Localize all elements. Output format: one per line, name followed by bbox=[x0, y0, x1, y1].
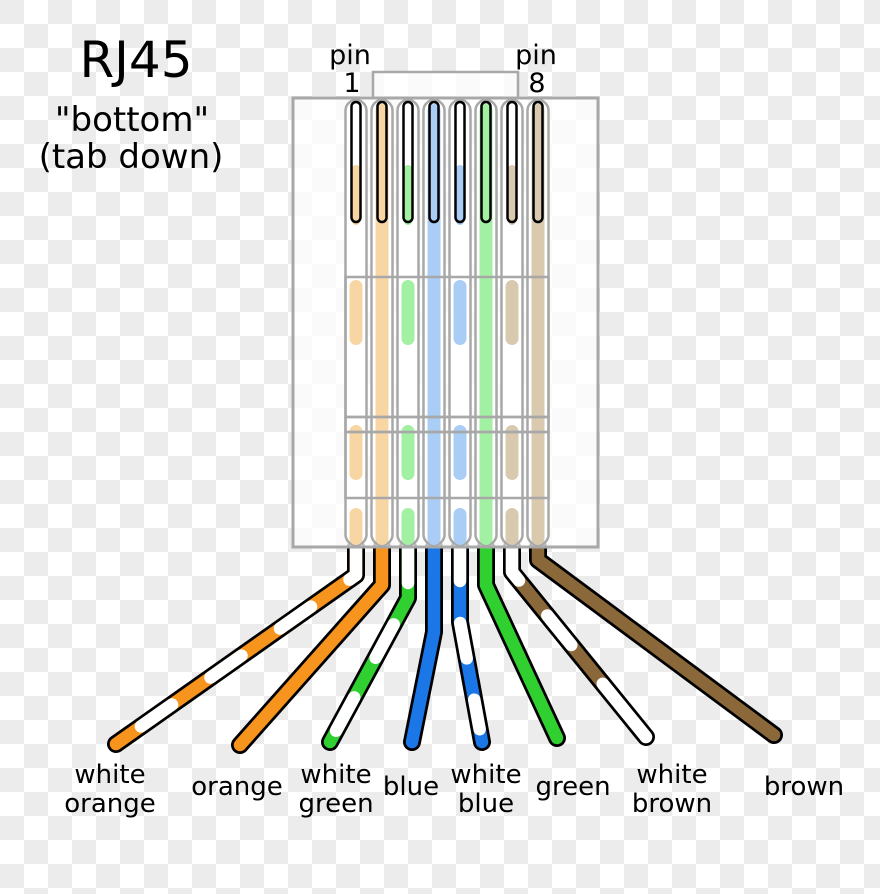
subtitle-bottom: "bottom" bbox=[55, 100, 209, 140]
connector-tab bbox=[371, 70, 520, 100]
wire-label-white-brown-line1: white bbox=[636, 760, 707, 790]
wire-label-orange-line1: orange bbox=[191, 772, 283, 802]
subtitle-tab-down: (tab down) bbox=[39, 137, 224, 177]
wire-white-brown-white-stripes bbox=[505, 540, 653, 744]
contact-pin-1 bbox=[350, 100, 362, 224]
wire-white-orange-pale-segment-1 bbox=[352, 165, 360, 225]
wire-white-orange-pale-segment-2 bbox=[349, 280, 363, 345]
wire-white-orange-pale-segment-4 bbox=[349, 508, 363, 545]
wire-white-blue-white-stripes bbox=[453, 540, 489, 749]
wire-label-white-green-line1: white bbox=[300, 760, 371, 790]
wire-white-brown-pale-segment-1 bbox=[508, 165, 516, 225]
pin1-word: pin bbox=[329, 40, 371, 71]
wire-label-white-orange-line2: orange bbox=[64, 789, 156, 819]
contact-pin-8 bbox=[532, 100, 544, 224]
wire-white-brown-pale-segment-2 bbox=[505, 280, 519, 345]
wire-label-green-line1: green bbox=[535, 772, 610, 802]
pin1-number: 1 bbox=[343, 68, 360, 99]
wire-label-blue-line1: blue bbox=[383, 772, 439, 802]
wire-white-orange-white-stripes bbox=[109, 540, 363, 751]
wire-label-white-blue-line2: blue bbox=[458, 789, 514, 819]
pin8-number: 8 bbox=[528, 68, 545, 99]
wire-green-color bbox=[479, 540, 564, 745]
wire-white-green-pale-segment-2 bbox=[401, 280, 415, 345]
wire-blue-color bbox=[405, 540, 441, 749]
wire-label-white-blue-line1: white bbox=[450, 760, 521, 790]
wire-white-blue-pale-segment-1 bbox=[456, 165, 464, 225]
connector-internal-bars bbox=[344, 275, 550, 500]
wire-white-blue-pale-segment-4 bbox=[453, 508, 467, 545]
wire-white-green-white-stripes bbox=[323, 540, 415, 749]
wire-white-orange-pale-segment-3 bbox=[349, 425, 363, 480]
page-title: RJ45 bbox=[79, 31, 192, 89]
contact-pin-3 bbox=[402, 100, 414, 224]
contact-pin-7 bbox=[506, 100, 518, 224]
wire-white-green-pale-segment-3 bbox=[401, 425, 415, 480]
contact-pin-5 bbox=[454, 100, 466, 224]
wire-white-green-pale-segment-1 bbox=[404, 165, 412, 225]
connector bbox=[291, 70, 600, 549]
wire-label-brown-line1: brown bbox=[764, 772, 844, 802]
wire-orange-color bbox=[233, 540, 389, 752]
contact-pins bbox=[350, 100, 544, 224]
contact-pin-4 bbox=[428, 100, 440, 224]
wire-brown-color bbox=[531, 540, 781, 742]
pin8-word: pin bbox=[515, 40, 557, 71]
wires-fanout bbox=[107, 538, 783, 754]
contact-pin-2 bbox=[376, 100, 388, 224]
wire-label-white-brown-line2: brown bbox=[632, 789, 712, 819]
connector-bar-lower bbox=[344, 430, 550, 500]
wire-white-blue-pale-segment-3 bbox=[453, 425, 467, 480]
wire-white-brown-pale-segment-4 bbox=[505, 508, 519, 545]
wire-white-brown-pale-segment-3 bbox=[505, 425, 519, 480]
contact-pin-6 bbox=[480, 100, 492, 224]
wire-white-green-pale-segment-4 bbox=[401, 508, 415, 545]
wire-white-blue-pale-segment-2 bbox=[453, 280, 467, 345]
wire-label-white-green-line2: green bbox=[298, 789, 373, 819]
wire-label-white-orange-line1: white bbox=[74, 760, 145, 790]
